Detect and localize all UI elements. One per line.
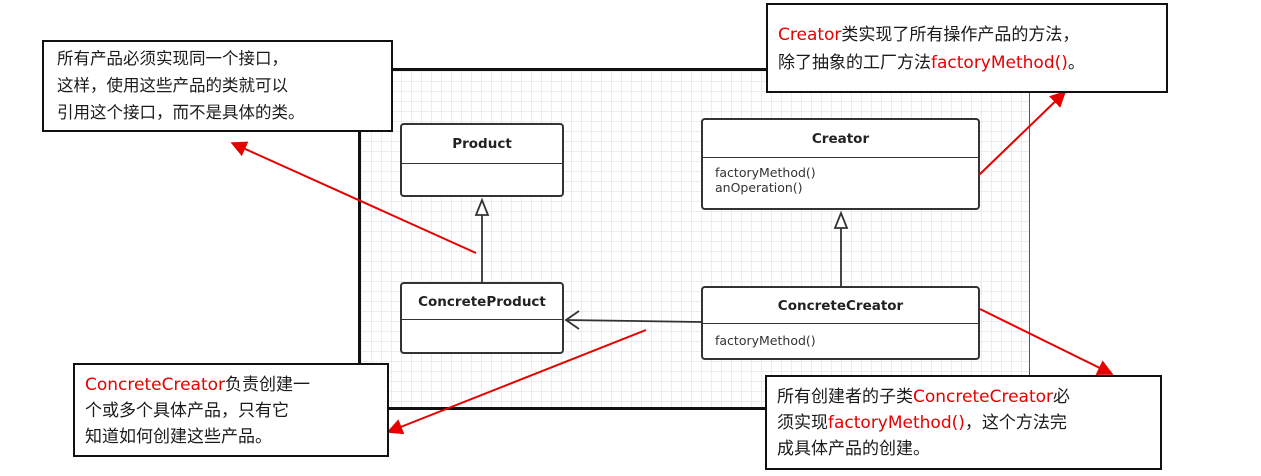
note-text: ，这个方法完: [964, 413, 1067, 433]
class-name: Product: [402, 125, 562, 164]
inheritance-arrow-creator: [833, 210, 849, 286]
annotation-arrow-product: [230, 141, 477, 254]
highlight-text: ConcreteCreator: [85, 375, 226, 395]
note-line: 引用这个接口，而不是具体的类。: [57, 103, 305, 122]
note-text: 负责创建一: [225, 375, 311, 395]
concrete-creator-class[interactable]: ConcreteCreator factoryMethod(): [701, 286, 980, 360]
annotation-arrow-concrete-creator: [386, 329, 647, 435]
note-line: 除了抽象的工厂方法factoryMethod()。: [778, 49, 1156, 77]
concrete-creator-note: ConcreteCreator负责创建一 个或多个具体产品，只有它 知道如何创建…: [73, 363, 389, 457]
highlight-text: factoryMethod(): [828, 413, 965, 433]
class-name: ConcreteProduct: [402, 284, 562, 320]
inheritance-arrow-product: [474, 197, 490, 282]
creator-class[interactable]: Creator factoryMethod() anOperation(): [701, 118, 980, 210]
class-name: Creator: [703, 120, 978, 158]
note-line: 成具体产品的创建。: [777, 439, 930, 459]
note-line: 这样，使用这些产品的类就可以: [57, 76, 288, 95]
highlight-text: factoryMethod(): [931, 53, 1068, 73]
note-line: 所有产品必须实现同一个接口，: [57, 49, 288, 68]
method-list: factoryMethod() anOperation(): [703, 158, 978, 203]
subclass-note: 所有创建者的子类ConcreteCreator必 须实现factoryMetho…: [765, 375, 1162, 470]
note-text: 类实现了所有操作产品的方法，: [841, 25, 1080, 45]
note-line: 知道如何创建这些产品。: [85, 427, 272, 447]
annotation-arrow-subclass: [979, 308, 1114, 375]
product-interface-note: 所有产品必须实现同一个接口， 这样，使用这些产品的类就可以 引用这个接口，而不是…: [42, 40, 393, 132]
method-factory-method: factoryMethod(): [715, 333, 816, 348]
note-line: ConcreteCreator负责创建一: [85, 372, 377, 398]
creates-arrow: [564, 310, 702, 330]
note-line: 须实现factoryMethod()，这个方法完: [777, 410, 1150, 436]
note-text: 除了抽象的工厂方法: [778, 53, 931, 73]
note-line: 所有创建者的子类ConcreteCreator必: [777, 384, 1150, 410]
note-text: 。: [1067, 53, 1085, 73]
product-class[interactable]: Product: [400, 123, 564, 197]
method-factory-method: factoryMethod(): [715, 165, 816, 180]
note-line: 个或多个具体产品，只有它: [85, 401, 289, 421]
method-an-operation: anOperation(): [715, 180, 803, 195]
creator-note: Creator类实现了所有操作产品的方法， 除了抽象的工厂方法factoryMe…: [766, 3, 1168, 93]
note-text: 必: [1053, 387, 1071, 407]
concrete-product-class[interactable]: ConcreteProduct: [400, 282, 564, 354]
note-line: Creator类实现了所有操作产品的方法，: [778, 21, 1156, 49]
highlight-text: ConcreteCreator: [913, 387, 1054, 407]
annotation-arrow-creator: [978, 90, 1067, 176]
note-text: 所有创建者的子类: [777, 387, 913, 407]
highlight-text: Creator: [778, 25, 842, 45]
note-text: 须实现: [777, 413, 828, 433]
method-list: factoryMethod(): [703, 324, 978, 356]
class-name: ConcreteCreator: [703, 288, 978, 324]
